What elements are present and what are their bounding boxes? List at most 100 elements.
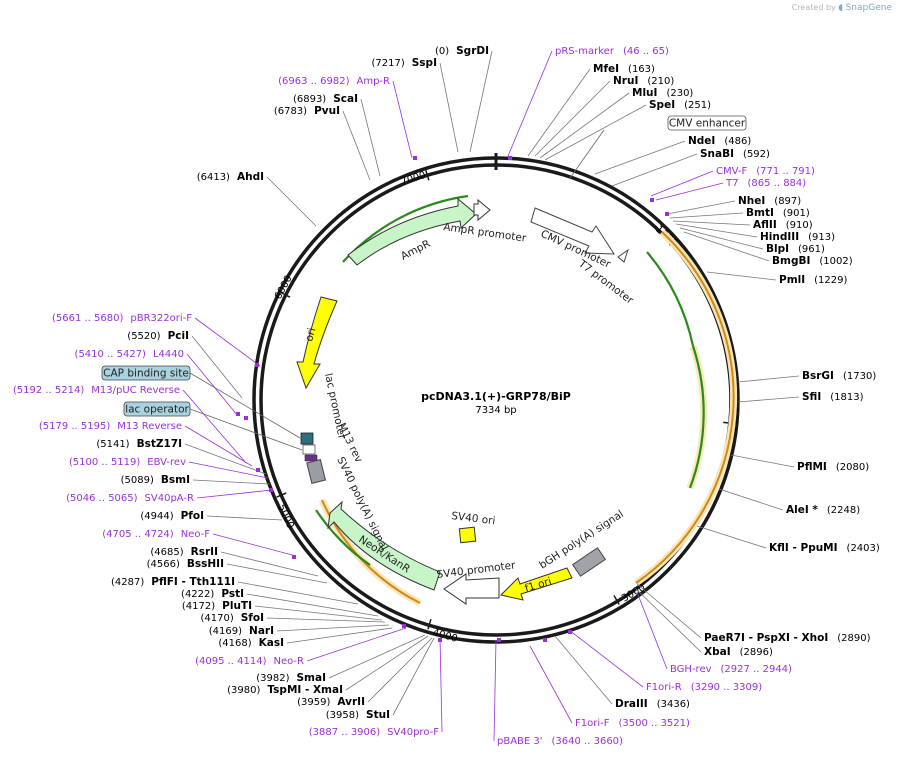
primer-site-mark-9 xyxy=(292,555,296,559)
site-label-7: MfeI(163) xyxy=(593,63,655,75)
primer-site-mark-5 xyxy=(543,638,547,642)
leader-line-24 xyxy=(730,454,795,468)
leader-line-25 xyxy=(718,488,784,511)
feature-label-sv40-ori: SV40 ori xyxy=(451,510,496,527)
primer-site-mark-3 xyxy=(665,212,669,216)
f1-ori-arrow xyxy=(500,567,573,601)
primer-site-mark-14 xyxy=(255,363,259,367)
plasmid-size: 7334 bp xyxy=(475,405,516,416)
leader-line-38 xyxy=(328,634,426,679)
site-label-23: SfiI(1813) xyxy=(802,391,864,403)
m13-rev-box xyxy=(304,454,318,462)
leader-line-49 xyxy=(206,515,283,521)
leader-line-40 xyxy=(286,627,393,644)
site-label-5: (6413)AhdI xyxy=(197,171,264,183)
site-label-21: PmlI(1229) xyxy=(779,274,848,286)
insert-fragment-shadow xyxy=(634,229,738,586)
site-label-40: (4168)KasI xyxy=(218,637,284,649)
lac-operator-leader xyxy=(189,408,303,451)
site-label-43: (4172)PluTI xyxy=(182,600,252,612)
bgh-polya-signal-box xyxy=(571,547,607,577)
site-label-28: XbaI(2896) xyxy=(704,646,773,658)
leader-line-56 xyxy=(186,353,239,417)
site-label-24: PflMI(2080) xyxy=(797,461,869,473)
site-label-4: (6783)PvuI xyxy=(274,105,340,117)
primer-label-56: (5410 .. 5427)L4440 xyxy=(75,349,184,360)
primer-site-mark-11 xyxy=(256,468,260,472)
primer-label-30: F1ori-R(3290 .. 3309) xyxy=(646,682,762,693)
sv40-ori-box xyxy=(458,526,477,544)
leader-line-3 xyxy=(360,98,381,177)
leader-line-55 xyxy=(182,389,247,464)
leader-line-17 xyxy=(672,220,751,226)
leader-line-26 xyxy=(696,525,767,549)
primer-label-34: (3887 .. 3906)SV40pro-F xyxy=(309,727,439,738)
leader-line-33 xyxy=(493,639,497,742)
leader-line-42 xyxy=(266,617,386,623)
tick-mark-3000 xyxy=(613,595,620,605)
sv40-promoter-arrow xyxy=(443,573,500,605)
primer-site-mark-13 xyxy=(236,412,240,416)
site-label-19: BlpI(961) xyxy=(766,243,825,255)
primer-site-mark-10 xyxy=(269,488,273,492)
feature-label-ampr: AmpR xyxy=(399,238,432,263)
plasmid-name: pcDNA3.1(+)-GRP78/BiP xyxy=(421,390,571,403)
leader-line-21 xyxy=(706,271,777,281)
site-label-49: (4944)PfoI xyxy=(140,510,204,522)
site-label-3: (6893)ScaI xyxy=(293,93,358,105)
site-label-11: NdeI(486) xyxy=(688,135,751,147)
leader-line-5 xyxy=(266,176,317,227)
leader-line-7 xyxy=(527,68,591,157)
tick-mark-5000 xyxy=(276,492,287,498)
leader-line-9 xyxy=(539,92,630,159)
primer-site-mark-2 xyxy=(650,198,654,202)
primer-label-6: pRS-marker(46 .. 65) xyxy=(555,46,669,57)
feature-label-sv40-promoter: SV40 promoter xyxy=(436,559,517,581)
site-label-9: MluI(230) xyxy=(632,87,693,99)
leader-line-4 xyxy=(342,110,371,181)
tick-mark-4000 xyxy=(427,618,432,630)
leader-line-53 xyxy=(184,443,267,475)
primer-site-mark-7 xyxy=(438,638,442,642)
leader-line-50 xyxy=(196,489,273,499)
feature-label-lac-promoter: lac promoter xyxy=(322,372,348,441)
leader-line-2 xyxy=(392,80,413,159)
leader-line-57 xyxy=(191,335,243,399)
tick-label-7000: 7000 xyxy=(400,170,428,188)
primer-site-mark-1 xyxy=(413,156,417,160)
leader-lines xyxy=(182,50,800,742)
feature-label-ori: ori xyxy=(303,327,318,343)
cmv-enhancer-frame xyxy=(667,115,747,131)
credit-brand: SnapGene xyxy=(845,3,892,13)
site-label-15: NheI(897) xyxy=(738,195,801,207)
primer-site-mark-12 xyxy=(244,416,248,420)
leader-line-45 xyxy=(237,581,359,605)
site-label-8: NruI(210) xyxy=(613,75,674,87)
cap-binding-site-tag: CAP binding site xyxy=(101,365,191,381)
site-label-31: DraIII(3436) xyxy=(615,698,690,710)
primer-label-50: (5046 .. 5065)SV40pA-R xyxy=(66,493,194,504)
primer-label-14: T7(865 .. 884) xyxy=(725,178,806,189)
leader-line-20 xyxy=(683,231,770,262)
site-label-35: (3958)StuI xyxy=(326,709,390,721)
leader-line-47 xyxy=(220,551,319,577)
primer-label-39: (4095 .. 4114)Neo-R xyxy=(195,656,304,667)
leader-line-35 xyxy=(392,637,435,716)
leader-line-31 xyxy=(554,635,613,705)
credit-prefix: Created by xyxy=(791,3,836,12)
primer-site-mark-0 xyxy=(508,156,512,160)
site-label-27: PaeR7I - PspXI - XhoI(2890) xyxy=(704,632,871,644)
tick-mark-7000 xyxy=(425,170,430,181)
ori-arrow xyxy=(296,296,338,390)
site-label-12: SnaBI(592) xyxy=(700,148,770,160)
site-labels: (0)SgrDI(7217)SspI(6963 .. 6982)Amp-R(68… xyxy=(13,45,880,747)
feature-label-ampr-promoter: AmpR promoter xyxy=(443,221,528,245)
site-label-25: AleI *(2248) xyxy=(786,504,860,516)
primer-site-mark-4 xyxy=(568,630,572,634)
cmv-enhancer-tag: CMV enhancer xyxy=(667,115,747,131)
leader-line-6 xyxy=(507,50,553,157)
site-label-17: AflII(910) xyxy=(753,219,813,231)
feature-label-cmv-enhancer: CMV enhancer xyxy=(669,118,746,130)
site-label-57: (5520)PciI xyxy=(127,330,189,342)
neor-kanr-arrow xyxy=(327,500,441,591)
